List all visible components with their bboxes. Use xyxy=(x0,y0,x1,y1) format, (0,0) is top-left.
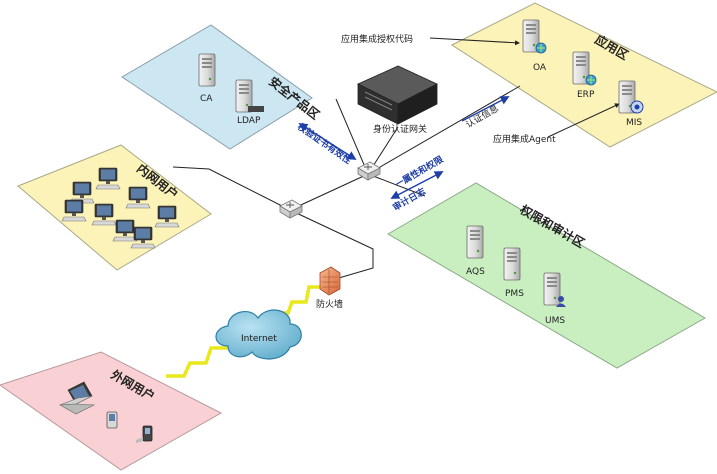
intranet-pc[interactable] xyxy=(91,203,117,226)
app-agent-label: 应用集成Agent xyxy=(493,133,556,145)
zone-security xyxy=(121,24,313,150)
pms-server[interactable] xyxy=(503,247,521,281)
auth-info-arrow xyxy=(461,96,510,122)
zone-external xyxy=(0,351,223,471)
ldap-server[interactable] xyxy=(235,79,264,113)
wireless-link-bolt xyxy=(276,285,328,315)
aqs-server-label: AQS xyxy=(466,267,485,277)
external-laptop[interactable] xyxy=(58,381,96,415)
auth-info-label: 认证信息 xyxy=(464,102,501,130)
connection-lines xyxy=(172,37,620,281)
ca-server[interactable] xyxy=(198,53,216,87)
cert-check-label: 校验证书有效性 xyxy=(295,121,354,167)
oa-server[interactable] xyxy=(522,19,547,54)
mis-server[interactable] xyxy=(618,80,644,114)
intranet-pc[interactable] xyxy=(130,226,156,249)
ums-server[interactable] xyxy=(543,272,566,307)
ca-server-label: CA xyxy=(200,94,213,104)
ldap-server-label: LDAP xyxy=(237,116,261,126)
external-pda[interactable] xyxy=(106,411,118,429)
oa-server-label: OA xyxy=(533,63,547,73)
erp-server[interactable] xyxy=(572,51,597,86)
cert-check-arrow xyxy=(298,123,357,160)
erp-server-label: ERP xyxy=(577,90,595,100)
external-phone[interactable] xyxy=(136,425,153,443)
rights-label-line1: 一属性和权限 xyxy=(393,153,447,191)
internet-cloud xyxy=(215,309,302,360)
pms-server-label: PMS xyxy=(505,289,524,299)
intranet-pc[interactable] xyxy=(61,199,87,222)
app-code-label: 应用集成授权代码 xyxy=(341,33,413,45)
access-switch[interactable] xyxy=(279,199,303,219)
mis-server-label: MIS xyxy=(626,118,642,128)
wireless-link-bolt xyxy=(166,346,230,378)
ums-server-label: UMS xyxy=(545,316,565,326)
intranet-pc[interactable] xyxy=(112,219,138,242)
aqs-server[interactable] xyxy=(466,225,484,259)
internet-label: Internet xyxy=(241,334,277,344)
intranet-pc[interactable] xyxy=(125,186,151,209)
identity-gateway-appliance[interactable] xyxy=(357,65,438,125)
zone-intranet xyxy=(17,144,212,271)
firewall-device[interactable] xyxy=(319,266,341,296)
firewall-label: 防火墙 xyxy=(316,298,343,310)
gateway-label: 身份认证网关 xyxy=(373,123,427,135)
rights-audit-arrow xyxy=(390,171,444,199)
intranet-pc[interactable] xyxy=(95,167,121,190)
intranet-pc[interactable] xyxy=(154,205,180,228)
